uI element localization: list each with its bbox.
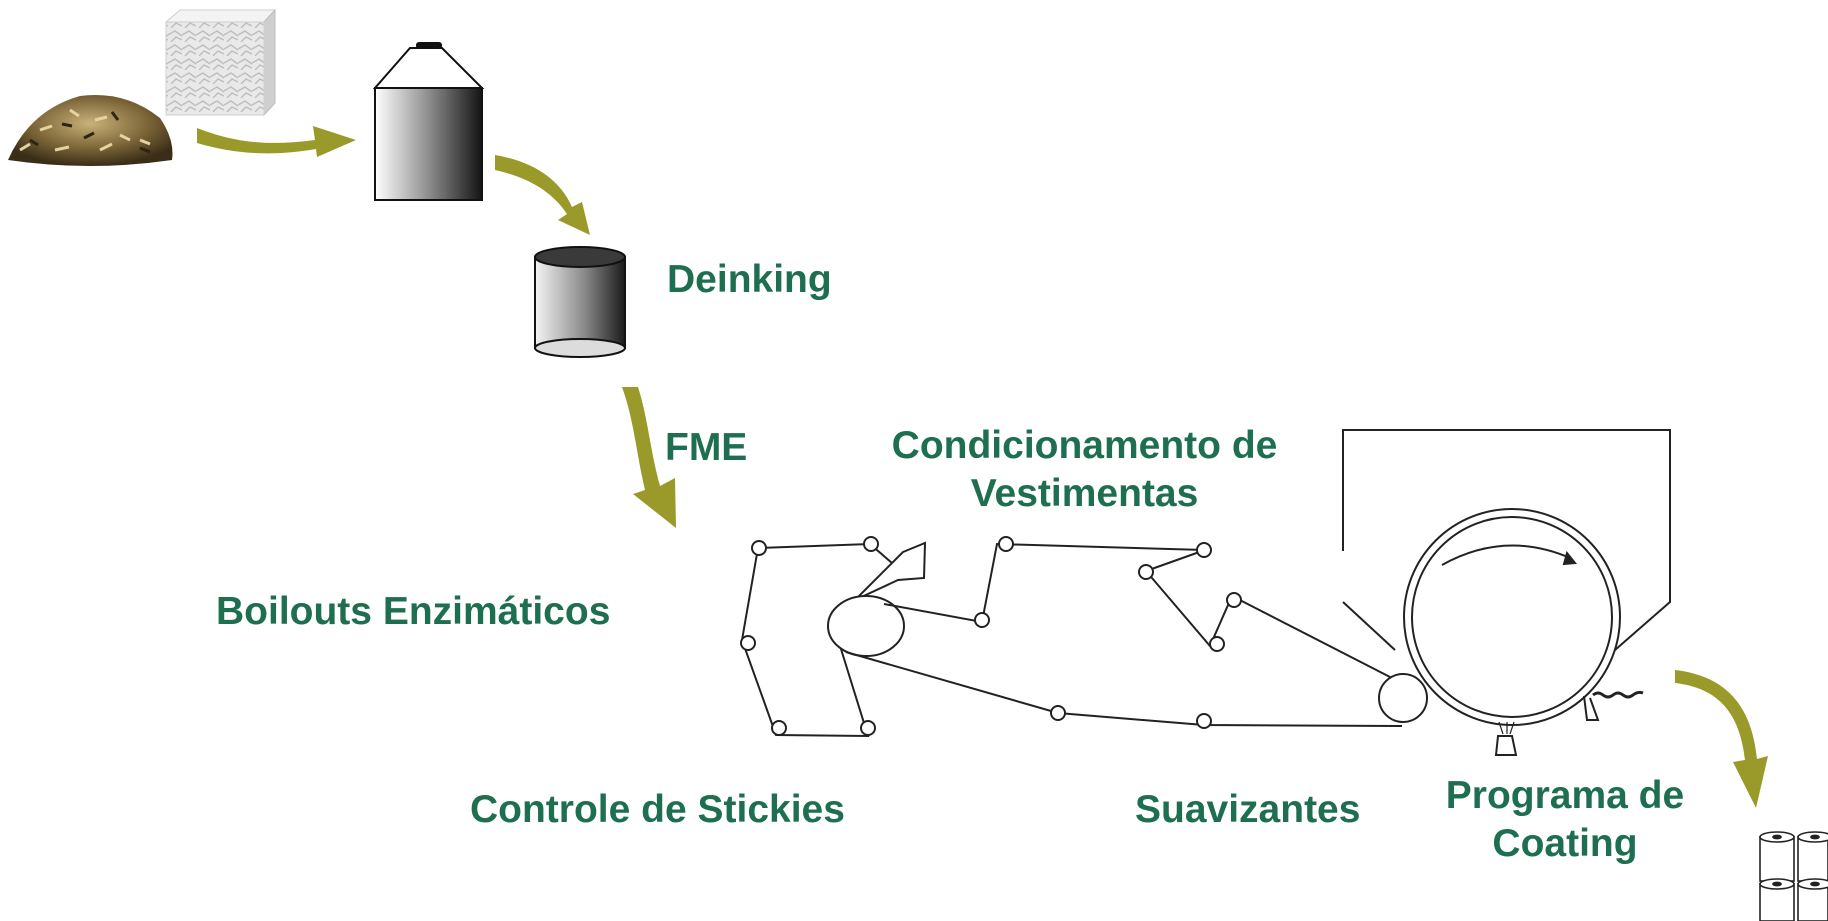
label-condicionamento-line2: Vestimentas: [970, 472, 1199, 515]
process-arrow-icon: [1675, 670, 1768, 808]
label-coating: Programa de Coating: [1430, 772, 1700, 868]
label-condicionamento-line1: Condicionamento de: [891, 424, 1278, 467]
wood-chips-icon: [8, 94, 173, 166]
label-coating-line2: Coating: [1492, 822, 1638, 865]
label-condicionamento: Condicionamento de Vestimentas: [872, 422, 1297, 518]
tissue-rolls-icon: [1759, 831, 1828, 921]
deinking-tank-icon: [534, 246, 626, 358]
silo-icon: [372, 42, 485, 201]
label-deinking: Deinking: [667, 258, 832, 301]
yankee-dryer-icon: [1403, 508, 1621, 726]
process-arrow-icon: [197, 126, 356, 157]
process-arrow-icon: [622, 387, 676, 528]
paper-machine-diagram: [740, 429, 1671, 756]
label-boilouts: Boilouts Enzimáticos: [216, 590, 611, 633]
label-suavizantes: Suavizantes: [1135, 788, 1361, 831]
label-fme: FME: [665, 426, 748, 469]
label-coating-line1: Programa de: [1445, 774, 1685, 817]
pulp-bale-icon: [164, 8, 277, 117]
label-stickies: Controle de Stickies: [470, 788, 845, 831]
process-arrow-icon: [495, 155, 590, 235]
